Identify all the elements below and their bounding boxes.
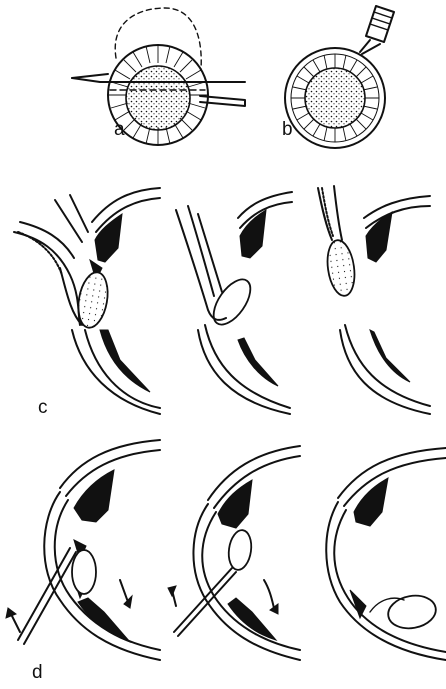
lens-a [126,66,190,130]
panel-c [14,186,430,414]
panel-d [6,440,446,660]
eye-c3 [318,186,430,414]
label-b: b [282,120,293,139]
syringe [360,6,394,54]
eye-d3 [326,448,446,660]
panel-a [72,8,245,145]
label-c: c [38,398,48,417]
lens-b [305,68,365,128]
label-d: d [32,663,43,682]
panel-b [285,6,394,148]
eye-d1 [6,440,160,660]
eye-c2 [176,192,292,414]
label-a: a [114,120,125,139]
eye-d2 [168,446,300,660]
eye-c1 [14,188,160,414]
